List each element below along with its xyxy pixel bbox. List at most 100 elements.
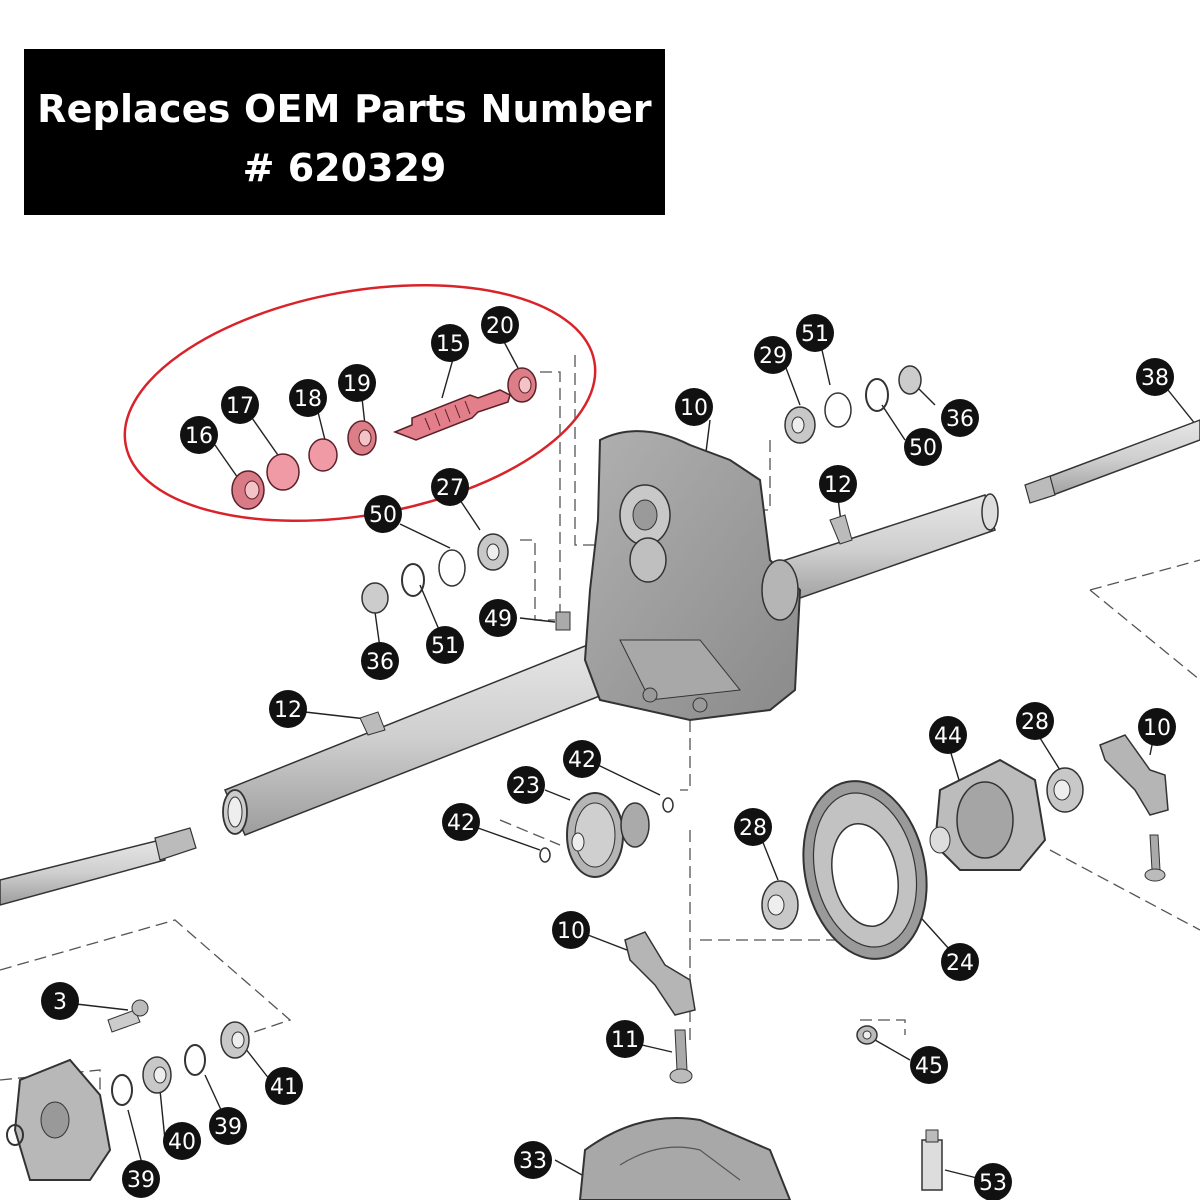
callout-19: 19 [338,364,376,402]
bearing-19 [347,420,377,456]
axle-tube-right [769,493,999,606]
axle-shaft-left [0,827,197,906]
seal-41 [220,1021,250,1059]
svg-text:40: 40 [168,1130,196,1155]
callout-29: 29 [754,336,792,374]
svg-text:11: 11 [611,1028,639,1053]
callout-28-left: 28 [734,808,772,846]
svg-text:23: 23 [512,774,540,799]
callout-40: 40 [163,1122,201,1160]
callout-12-left: 12 [269,690,307,728]
bolt-11 [669,1029,693,1084]
callout-27: 27 [431,468,469,506]
callout-24: 24 [941,943,979,981]
callout-51-mid: 51 [426,626,464,664]
svg-text:42: 42 [447,811,475,836]
svg-text:19: 19 [343,372,371,397]
bearing-40 [142,1056,172,1094]
hub-assembly [6,1058,112,1181]
svg-text:38: 38 [1141,366,1169,391]
callout-53: 53 [974,1163,1012,1200]
callout-49: 49 [479,599,517,637]
nut-45 [856,1025,878,1045]
housing-cover-33 [578,1117,792,1200]
highlighted-pinion-group [123,283,597,523]
callouts: 16 17 18 19 15 20 29 51 36 50 38 10 12 2… [41,306,1176,1200]
callout-18: 18 [289,379,327,417]
callout-50-mid: 50 [364,495,402,533]
svg-text:51: 51 [431,634,459,659]
svg-text:42: 42 [568,748,596,773]
svg-text:49: 49 [484,607,512,632]
sealant-tube-53 [921,1129,943,1191]
snap-ring-50-top [865,378,889,412]
snap-ring-39-right [184,1044,206,1076]
callout-10-cap-left: 10 [552,911,590,949]
callout-36-mid: 36 [361,642,399,680]
callout-17: 17 [221,386,259,424]
banner-line-1: Replaces OEM Parts Number [37,87,652,131]
bolt-3 [107,999,149,1033]
svg-text:16: 16 [185,424,213,449]
callout-33: 33 [514,1141,552,1179]
svg-text:33: 33 [519,1149,547,1174]
differential-case-44 [929,758,1047,871]
callout-16: 16 [180,416,218,454]
shim-17 [266,453,300,491]
svg-text:12: 12 [824,473,852,498]
svg-text:17: 17 [226,394,254,419]
oem-banner: Replaces OEM Parts Number # 620329 [24,49,665,215]
bearing-27 [477,533,509,571]
clip-42-left [539,847,551,863]
bearing-28-left [761,880,799,930]
svg-text:39: 39 [214,1115,242,1140]
svg-text:53: 53 [979,1171,1007,1196]
svg-text:24: 24 [946,951,974,976]
callout-28-right: 28 [1016,702,1054,740]
bearing-28-right [1046,767,1084,813]
callout-36-top: 36 [941,399,979,437]
svg-text:36: 36 [946,407,974,432]
svg-text:41: 41 [270,1075,298,1100]
callout-51-top: 51 [796,314,834,352]
svg-text:15: 15 [436,332,464,357]
callout-10-cap-right: 10 [1138,708,1176,746]
pinion-gear-15 [392,389,511,441]
svg-text:29: 29 [759,344,787,369]
svg-text:39: 39 [127,1168,155,1193]
bearing-cap-10-right [1099,734,1169,882]
svg-text:51: 51 [801,322,829,347]
callout-45: 45 [910,1046,948,1084]
snap-ring-39-left [111,1074,133,1106]
transaxle-case-10 [583,430,802,722]
svg-text:28: 28 [1021,710,1049,735]
svg-text:44: 44 [934,724,962,749]
banner-line-2: # 620329 [242,146,447,190]
svg-text:10: 10 [680,396,708,421]
bearing-cap-10-left [624,931,696,1016]
callout-39-right: 39 [209,1107,247,1145]
snap-ring-51-mid [401,563,425,597]
pin-12-top [829,514,853,545]
callout-38: 38 [1136,358,1174,396]
plug-49 [555,611,571,631]
callout-44: 44 [929,716,967,754]
svg-text:18: 18 [294,387,322,412]
svg-text:45: 45 [915,1054,943,1079]
callout-42-top: 42 [563,740,601,778]
svg-text:12: 12 [274,698,302,723]
callout-42-left: 42 [442,803,480,841]
axle-tube-left [222,638,616,836]
callout-3: 3 [41,982,79,1020]
callout-39-left: 39 [122,1160,160,1198]
callout-41: 41 [265,1067,303,1105]
svg-text:10: 10 [557,919,585,944]
callout-10-case: 10 [675,388,713,426]
clip-42-right [662,797,674,813]
callout-50-top: 50 [904,428,942,466]
callout-12-top: 12 [819,465,857,503]
assembly-guide-lines [0,355,1200,1100]
intermediate-gear-23 [566,792,650,878]
seal-16 [231,470,265,510]
